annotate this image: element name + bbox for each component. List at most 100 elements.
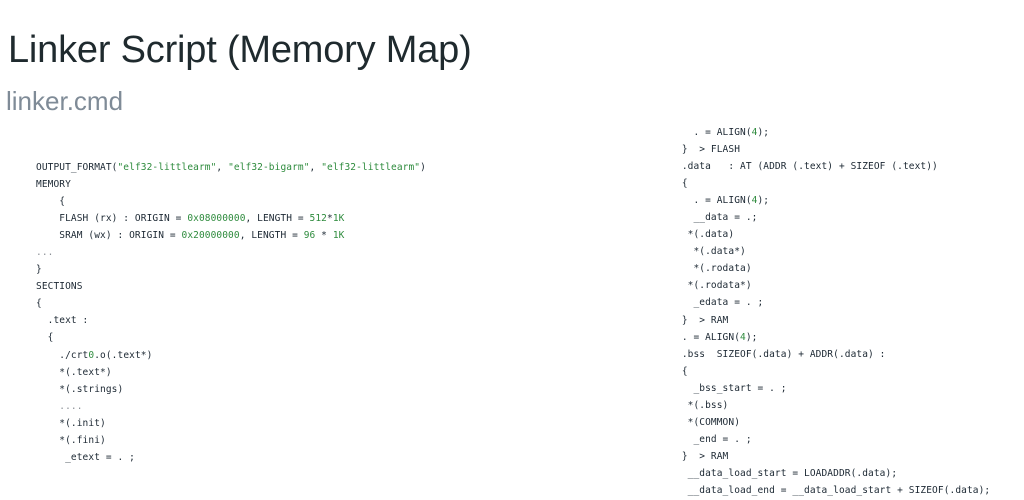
code-line: OUTPUT_FORMAT( "elf32-littlearm", "elf32-… bbox=[36, 159, 426, 176]
code-line: } > RAM bbox=[676, 312, 990, 329]
code-token: OUTPUT_FORMAT( bbox=[36, 161, 118, 173]
code-line: .text : bbox=[36, 312, 426, 329]
code-token: FLASH (rx) : ORIGIN = bbox=[36, 212, 188, 224]
code-line: .data : AT (ADDR (.text) + SIZEOF (.text… bbox=[676, 158, 990, 175]
code-line: _bss_start = . ; bbox=[676, 380, 990, 397]
code-line: _edata = . ; bbox=[676, 294, 990, 311]
code-line: __data_load_end = __data_load_start + SI… bbox=[676, 482, 991, 499]
code-token: ... bbox=[36, 246, 54, 258]
code-token: *(.fini) bbox=[36, 435, 106, 446]
code-line: *(.data) bbox=[676, 226, 990, 243]
code-token: *(.init) bbox=[36, 417, 106, 429]
code-token: . = ALIGN( bbox=[676, 194, 752, 206]
code-token: , bbox=[216, 161, 229, 173]
code-line: ./crt0.o(.text*) bbox=[36, 347, 426, 364]
code-token: { bbox=[36, 298, 42, 310]
code-token: SRAM (wx) : ORIGIN = bbox=[36, 229, 182, 241]
code-token: 1K bbox=[332, 229, 345, 241]
code-line: . = ALIGN(4); bbox=[676, 124, 990, 141]
code-line: . = ALIGN(4); bbox=[676, 329, 990, 346]
code-token: } bbox=[36, 264, 42, 276]
code-line: { bbox=[36, 295, 426, 312]
code-token: 0x20000000 bbox=[181, 229, 240, 241]
code-token: 0 bbox=[88, 349, 95, 361]
code-line: FLASH (rx) : ORIGIN = 0x08000000, LENGTH… bbox=[36, 210, 426, 227]
code-token: * bbox=[327, 212, 333, 224]
code-token: *(.data) bbox=[676, 229, 735, 241]
code-line: { bbox=[36, 193, 426, 210]
code-line: { bbox=[36, 329, 426, 346]
code-token: *(COMMON) bbox=[676, 417, 741, 429]
code-token: 4 bbox=[751, 126, 758, 138]
code-token: .o(.text*) bbox=[94, 349, 153, 361]
code-token: SECTIONS bbox=[36, 281, 83, 293]
code-token: *(.text*) bbox=[36, 366, 112, 378]
code-token: ) bbox=[420, 161, 426, 173]
code-token: } > FLASH bbox=[676, 143, 741, 155]
code-token: 512 bbox=[309, 212, 327, 224]
code-token: } > RAM bbox=[676, 314, 729, 326]
code-line: *(.rodata) bbox=[676, 260, 990, 277]
code-line: SRAM (wx) : ORIGIN = 0x20000000, LENGTH … bbox=[36, 227, 426, 244]
code-line: __data = .; bbox=[676, 209, 990, 226]
code-block-left: OUTPUT_FORMAT( "elf32-littlearm", "elf32-… bbox=[36, 159, 426, 467]
code-line: . = ALIGN(4); bbox=[676, 192, 990, 209]
code-token: 0x08000000 bbox=[187, 212, 246, 224]
code-token: _etext = . ; bbox=[36, 452, 135, 464]
code-line: MEMORY bbox=[36, 176, 426, 193]
code-token: __data_load_end = __data_load_start + SI… bbox=[676, 485, 991, 497]
code-token: { bbox=[36, 195, 66, 207]
code-token: ); bbox=[757, 194, 770, 206]
code-token: "elf32-bigarm" bbox=[228, 161, 310, 173]
code-token: , LENGTH = bbox=[245, 212, 310, 224]
code-line: SECTIONS bbox=[36, 278, 426, 295]
code-line: _etext = . ; bbox=[36, 449, 426, 466]
slide-subtitle: linker.cmd bbox=[6, 86, 124, 116]
code-token: { bbox=[676, 365, 688, 377]
code-token: 4 bbox=[740, 331, 746, 343]
code-line: { bbox=[676, 175, 990, 192]
code-token: ); bbox=[745, 331, 758, 343]
code-token: ./crt bbox=[36, 349, 89, 361]
code-line: *(.rodata*) bbox=[676, 277, 990, 294]
code-token: __data = .; bbox=[676, 211, 758, 223]
code-line: *(COMMON) bbox=[676, 414, 990, 431]
code-line: *(.data*) bbox=[676, 243, 990, 260]
code-token: .bss SIZEOF(.data) + ADDR(.data) : bbox=[676, 348, 886, 360]
code-token: ); bbox=[757, 126, 770, 138]
code-token: 96 bbox=[303, 229, 316, 241]
code-token: *(.rodata*) bbox=[676, 280, 752, 292]
code-line: .bss SIZEOF(.data) + ADDR(.data) : bbox=[676, 346, 990, 363]
page-title: Linker Script (Memory Map) bbox=[8, 29, 472, 72]
code-token: _end = . ; bbox=[676, 434, 752, 446]
code-line: } > FLASH bbox=[676, 141, 990, 158]
code-line: ... bbox=[36, 244, 426, 261]
code-token: __data_load_start = LOADADDR(.data); bbox=[676, 468, 898, 480]
code-line: *(.init) bbox=[36, 415, 426, 432]
code-token: _bss_start = . ; bbox=[676, 382, 787, 394]
code-token: , bbox=[309, 161, 322, 173]
code-line: __data_load_start = LOADADDR(.data); bbox=[676, 465, 990, 482]
code-token: , LENGTH = bbox=[239, 229, 304, 241]
code-token: . = ALIGN( bbox=[676, 126, 752, 138]
code-token: *(.bss) bbox=[676, 400, 729, 411]
code-token: { bbox=[36, 332, 54, 344]
code-token: *(.data*) bbox=[676, 246, 746, 258]
code-token: *(.rodata) bbox=[676, 263, 752, 275]
code-line: } bbox=[36, 261, 426, 278]
code-token: 1K bbox=[332, 212, 345, 224]
code-token: .data : AT (ADDR (.text) + SIZEOF (.text… bbox=[676, 160, 938, 172]
code-line: *(.bss) bbox=[676, 397, 990, 414]
code-token: } > RAM bbox=[676, 451, 729, 463]
code-token: *(.strings) bbox=[36, 383, 124, 395]
code-token: . = ALIGN( bbox=[676, 331, 741, 343]
code-line: *(.strings) bbox=[36, 381, 426, 398]
code-token: "elf32-littlearm" bbox=[321, 161, 421, 173]
code-token: .... bbox=[36, 400, 83, 412]
code-line: *(.text*) bbox=[36, 364, 426, 381]
code-token: _edata = . ; bbox=[676, 297, 764, 309]
code-line: .... bbox=[36, 398, 426, 415]
code-line: *(.fini) bbox=[36, 432, 426, 449]
code-line: } > RAM bbox=[676, 448, 990, 465]
